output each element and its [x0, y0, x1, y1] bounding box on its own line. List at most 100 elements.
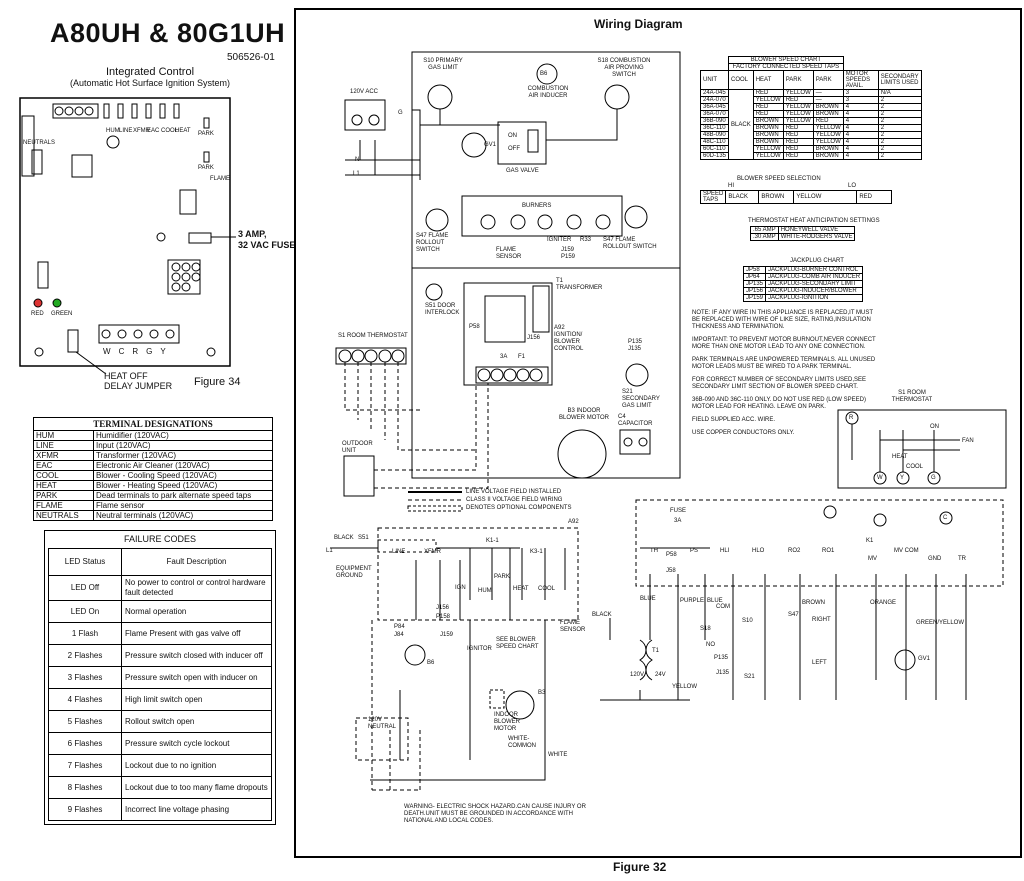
anticipation-title: THERMOSTAT HEAT ANTICIPATION SETTINGS: [748, 218, 880, 224]
sch-th: TH: [650, 548, 658, 554]
side-label-eac: EAC: [147, 128, 160, 134]
sch-green-yellow: GREEN/YELLOW: [916, 620, 965, 626]
s1-label: S1 ROOM THERMOSTAT: [338, 333, 408, 339]
sch-gv1: GV1: [918, 656, 931, 662]
col-fault-description: Fault Description: [121, 548, 272, 576]
terminal-y: Y: [160, 347, 174, 356]
sch-ign: IGN: [455, 585, 466, 591]
blower-speed-chart: BLOWER SPEED CHART FACTORY CONNECTED SPE…: [699, 56, 922, 160]
sch-term-c: C: [943, 515, 948, 521]
sch-line: LINE: [392, 549, 406, 555]
figure-34-caption: Figure 34: [194, 376, 241, 388]
blower-chart-header: SECONDARY LIMITS USED: [877, 70, 922, 90]
unit-model: 48C-110: [699, 138, 730, 146]
sch-on: ON: [930, 424, 939, 430]
jackplug-description: JACKPLUG-INDUCER/BLOWER: [765, 287, 864, 295]
blower-chart-cell: BROWN: [812, 152, 844, 160]
sch-p58: P58: [666, 552, 677, 558]
outdoor-unit-label: OUTDOOR UNIT: [342, 441, 373, 454]
sch-s51: S51: [358, 535, 369, 541]
terminal-r: R: [132, 347, 147, 356]
sch-p135: P135: [714, 655, 729, 661]
blower-chart-cell: 4: [842, 131, 879, 139]
blower-chart-cell: BROWN: [812, 110, 844, 118]
sch-ground: EQUIPMENT GROUND: [336, 566, 372, 579]
blower-chart-cell: 4: [842, 145, 879, 153]
blower-chart-header: HEAT: [752, 70, 784, 90]
sch-hlo: HLO: [752, 548, 765, 554]
sch-b3: B3: [538, 690, 546, 696]
sch-park: PARK: [494, 574, 510, 580]
s47-rollout-right: [624, 205, 648, 229]
blower-chart-cell: RED: [752, 110, 784, 118]
wiring-notes: NOTE: IF ANY WIRE IN THIS APPLIANCE IS R…: [692, 310, 882, 443]
tap-red: RED: [856, 190, 893, 204]
anticipation-amps: .30 AMP: [750, 233, 779, 241]
sch-mvcom: MV COM: [894, 548, 919, 554]
fault-description: No power to control or control hardware …: [121, 575, 272, 601]
control-title: Integrated Control: [105, 66, 195, 78]
blower-chart-cell: 3: [842, 89, 879, 97]
b3-blower-motor: [557, 429, 607, 479]
flame-label: FLAME: [210, 176, 231, 182]
blower-chart-cell: RED: [812, 117, 844, 125]
heat-off-label: HEAT OFF DELAY JUMPER: [104, 371, 172, 391]
p58-label: P58: [469, 324, 480, 330]
valve-on-label: ON: [508, 133, 517, 139]
fuse-label-line2: 32 VAC FUSE: [238, 240, 296, 250]
lower-cabinet-box: [411, 267, 681, 479]
blower-chart-cell: YELLOW: [812, 124, 844, 132]
blower-chart-cell: YELLOW: [812, 131, 844, 139]
sch-j58: J58: [666, 568, 676, 574]
blower-chart-cell: RED: [782, 145, 814, 153]
fault-description: Incorrect line voltage phasing: [121, 798, 272, 821]
unit-model: 36A-070: [699, 110, 730, 118]
side-label-cool: COOL: [161, 128, 179, 134]
b3-motor-schematic: [505, 690, 535, 720]
s21-secondary-limit: [625, 363, 649, 387]
inducer-label: COMBUSTION AIR INDUCER: [527, 86, 569, 99]
blower-chart-cell: YELLOW: [782, 89, 814, 97]
lo-label: LO: [848, 183, 857, 189]
blower-chart-cell: 2: [877, 96, 922, 104]
burners: [461, 195, 623, 237]
blower-chart-cell: 2: [877, 131, 922, 139]
blower-chart-cell: YELLOW: [752, 145, 784, 153]
sch-left: LEFT: [812, 660, 827, 666]
s47-rollout-left: [425, 208, 449, 232]
sch-j135: J135: [716, 670, 730, 676]
jackplug-id: JP58: [742, 266, 767, 274]
note-6: FIELD SUPPLIED ACC. WIRE.: [692, 417, 776, 423]
s18-label: S18 COMBUSTION AIR PROVING SWITCH: [597, 58, 651, 78]
neutrals-label: NEUTRALS: [23, 140, 56, 146]
fuse-label: 3 AMP, 32 VAC FUSE: [238, 229, 295, 251]
sch-thermostat: S1 ROOM THERMOSTAT: [891, 390, 933, 403]
blower-chart-cell: YELLOW: [782, 117, 814, 125]
sch-fan: FAN: [962, 438, 974, 444]
sch-tr: TR: [958, 556, 966, 562]
tap-yellow: YELLOW: [793, 190, 858, 204]
sch-j156: J156: [436, 605, 450, 611]
terminal-c: C: [118, 347, 133, 356]
s47-left-label: S47 FLAME ROLLOUT SWITCH: [416, 233, 449, 253]
tap-black: BLACK: [725, 190, 760, 204]
f1-label: F1: [518, 354, 526, 360]
sch-b6: B6: [427, 660, 435, 666]
s51-label: S51 DOOR INTERLOCK: [425, 303, 460, 316]
sch-term-w: W: [877, 475, 883, 481]
anticipation-valve: WHITE-RODGERS VALVE: [777, 233, 856, 241]
acc-label: 120V ACC: [350, 89, 379, 95]
jackplug-id: JP135: [742, 280, 767, 288]
sch-k1: K1: [866, 538, 874, 544]
a92-schematic-box: [377, 527, 579, 621]
